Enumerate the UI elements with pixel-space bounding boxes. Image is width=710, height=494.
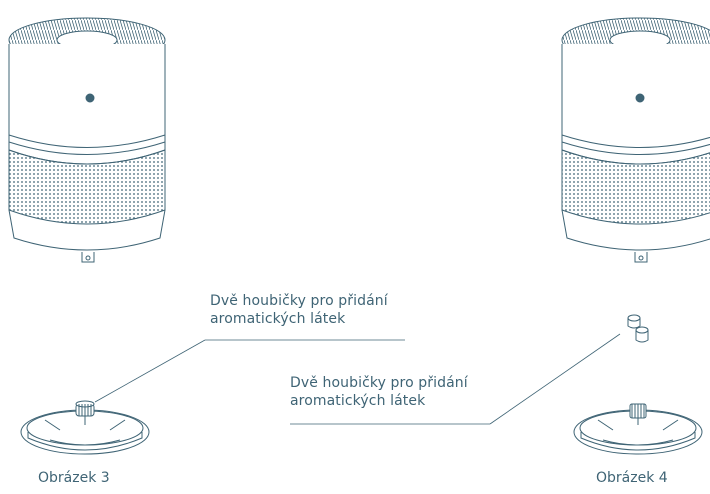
sponges-icon [627, 314, 649, 343]
callout-line-3-leader [94, 339, 206, 403]
callout-label-figure4-line1: Dvě houbičky pro přidání [290, 375, 468, 391]
purifier-body [8, 17, 166, 263]
base-plate-right [573, 403, 703, 455]
callout-label-figure3-line2: aromatických látek [210, 311, 346, 327]
caption-figure3: Obrázek 3 [38, 470, 110, 486]
callout-label-figure3-line1: Dvě houbičky pro přidání [210, 293, 388, 309]
callout-label-figure4-line2: aromatických látek [290, 393, 426, 409]
callout-label-figure3: Dvě houbičky pro přidání aromatických lá… [210, 292, 388, 328]
callout-lines [94, 333, 621, 425]
base-plate-left [20, 400, 150, 455]
purifier-body-right [561, 17, 710, 263]
callout-label-figure4: Dvě houbičky pro přidání aromatických lá… [290, 374, 468, 410]
callout-line-4-leader [489, 333, 621, 425]
caption-figure4: Obrázek 4 [596, 470, 668, 486]
